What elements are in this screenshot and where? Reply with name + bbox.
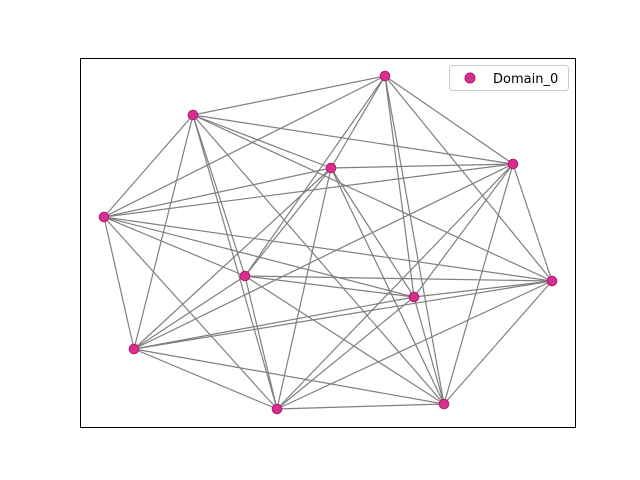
edge-n0-n9 — [384, 75, 445, 405]
edge-n2-n7 — [413, 163, 514, 298]
edge-n6-n7 — [413, 280, 553, 298]
edge-n3-n8 — [133, 167, 332, 350]
edge-n4-n10 — [103, 216, 278, 410]
plot-frame — [80, 58, 576, 428]
edge-n2-n9 — [443, 163, 514, 405]
edge-n4-n8 — [103, 216, 135, 350]
edge-n3-n7 — [330, 167, 415, 298]
edge-n0-n6 — [384, 75, 553, 282]
edge-n5-n8 — [133, 275, 246, 350]
edge-n2-n3 — [330, 163, 514, 169]
edge-n5-n7 — [244, 275, 415, 298]
edge-n7-n8 — [133, 296, 415, 350]
edge-layer — [103, 75, 553, 410]
edge-n1-n3 — [192, 114, 332, 169]
edge-n2-n4 — [103, 163, 514, 218]
edge-n0-n2 — [384, 75, 514, 165]
edge-n0-n3 — [330, 75, 386, 169]
edge-n0-n4 — [103, 75, 386, 218]
edge-n1-n4 — [103, 114, 194, 218]
edge-n1-n10 — [192, 114, 278, 410]
node-n1 — [187, 109, 199, 121]
legend: Domain_0 — [449, 65, 569, 91]
edge-n5-n10 — [244, 275, 278, 410]
edge-n0-n1 — [192, 75, 386, 116]
node-n8 — [128, 343, 140, 355]
node-n0 — [379, 70, 391, 82]
edge-n4-n5 — [103, 216, 246, 277]
node-n6 — [546, 275, 558, 287]
edge-n7-n9 — [413, 296, 445, 405]
edge-n6-n10 — [276, 280, 553, 410]
edge-n2-n10 — [276, 163, 514, 410]
node-n4 — [98, 211, 110, 223]
edge-n6-n8 — [133, 280, 553, 350]
edge-n1-n6 — [192, 114, 553, 282]
edge-n6-n9 — [443, 280, 553, 405]
edge-n2-n6 — [512, 163, 553, 282]
legend-label: Domain_0 — [493, 72, 558, 87]
node-layer — [98, 70, 558, 415]
edge-n3-n10 — [276, 167, 332, 410]
node-n9 — [438, 398, 450, 410]
edge-n1-n5 — [192, 114, 246, 277]
legend-box — [449, 65, 569, 91]
node-n10 — [271, 403, 283, 415]
edge-n1-n2 — [192, 114, 514, 165]
edge-n5-n9 — [244, 275, 445, 405]
edge-n3-n4 — [103, 167, 332, 218]
node-n2 — [507, 158, 519, 170]
edge-n9-n10 — [276, 403, 445, 410]
edge-n3-n5 — [244, 167, 332, 277]
edge-n8-n9 — [133, 348, 445, 405]
edge-n2-n8 — [133, 163, 514, 350]
edge-n0-n5 — [244, 75, 386, 277]
edge-n4-n6 — [103, 216, 553, 282]
node-n7 — [408, 291, 420, 303]
legend-marker — [464, 72, 476, 84]
node-n5 — [239, 270, 251, 282]
edge-n3-n9 — [330, 167, 445, 405]
edge-n8-n10 — [133, 348, 278, 410]
edge-n4-n7 — [103, 216, 415, 298]
edge-n7-n10 — [276, 296, 415, 410]
node-n3 — [325, 162, 337, 174]
edge-n5-n6 — [244, 275, 553, 282]
